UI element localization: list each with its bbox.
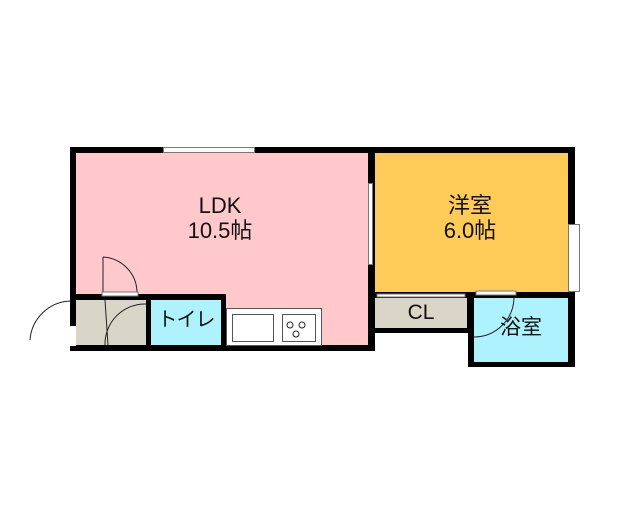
- door-entrance-inner: [104, 299, 147, 346]
- sink: [232, 314, 274, 342]
- ldk-size: 10.5帖: [187, 218, 253, 244]
- room-western: [375, 153, 568, 292]
- stove: [282, 314, 316, 342]
- western-size: 6.0帖: [443, 218, 497, 244]
- room-bath: [474, 298, 568, 362]
- closet-label: CL: [407, 301, 435, 324]
- bath-label: 浴室: [500, 316, 542, 339]
- ldk-label: LDK 10.5帖: [160, 193, 280, 244]
- toilet-label: トイレ: [157, 309, 216, 331]
- ldk-name: LDK: [198, 193, 242, 218]
- door-entrance: [29, 300, 71, 341]
- western-label: 洋室 6.0帖: [410, 193, 530, 244]
- western-name: 洋室: [447, 193, 492, 218]
- door-bath: [473, 297, 515, 338]
- entrance-opening: [70, 326, 76, 346]
- window-ldk-side: [368, 183, 373, 265]
- room-closet: [375, 298, 467, 328]
- window-western-right: [568, 224, 580, 292]
- window-ldk-top: [163, 147, 255, 153]
- door-ldk: [102, 256, 138, 294]
- room-toilet: [151, 300, 221, 345]
